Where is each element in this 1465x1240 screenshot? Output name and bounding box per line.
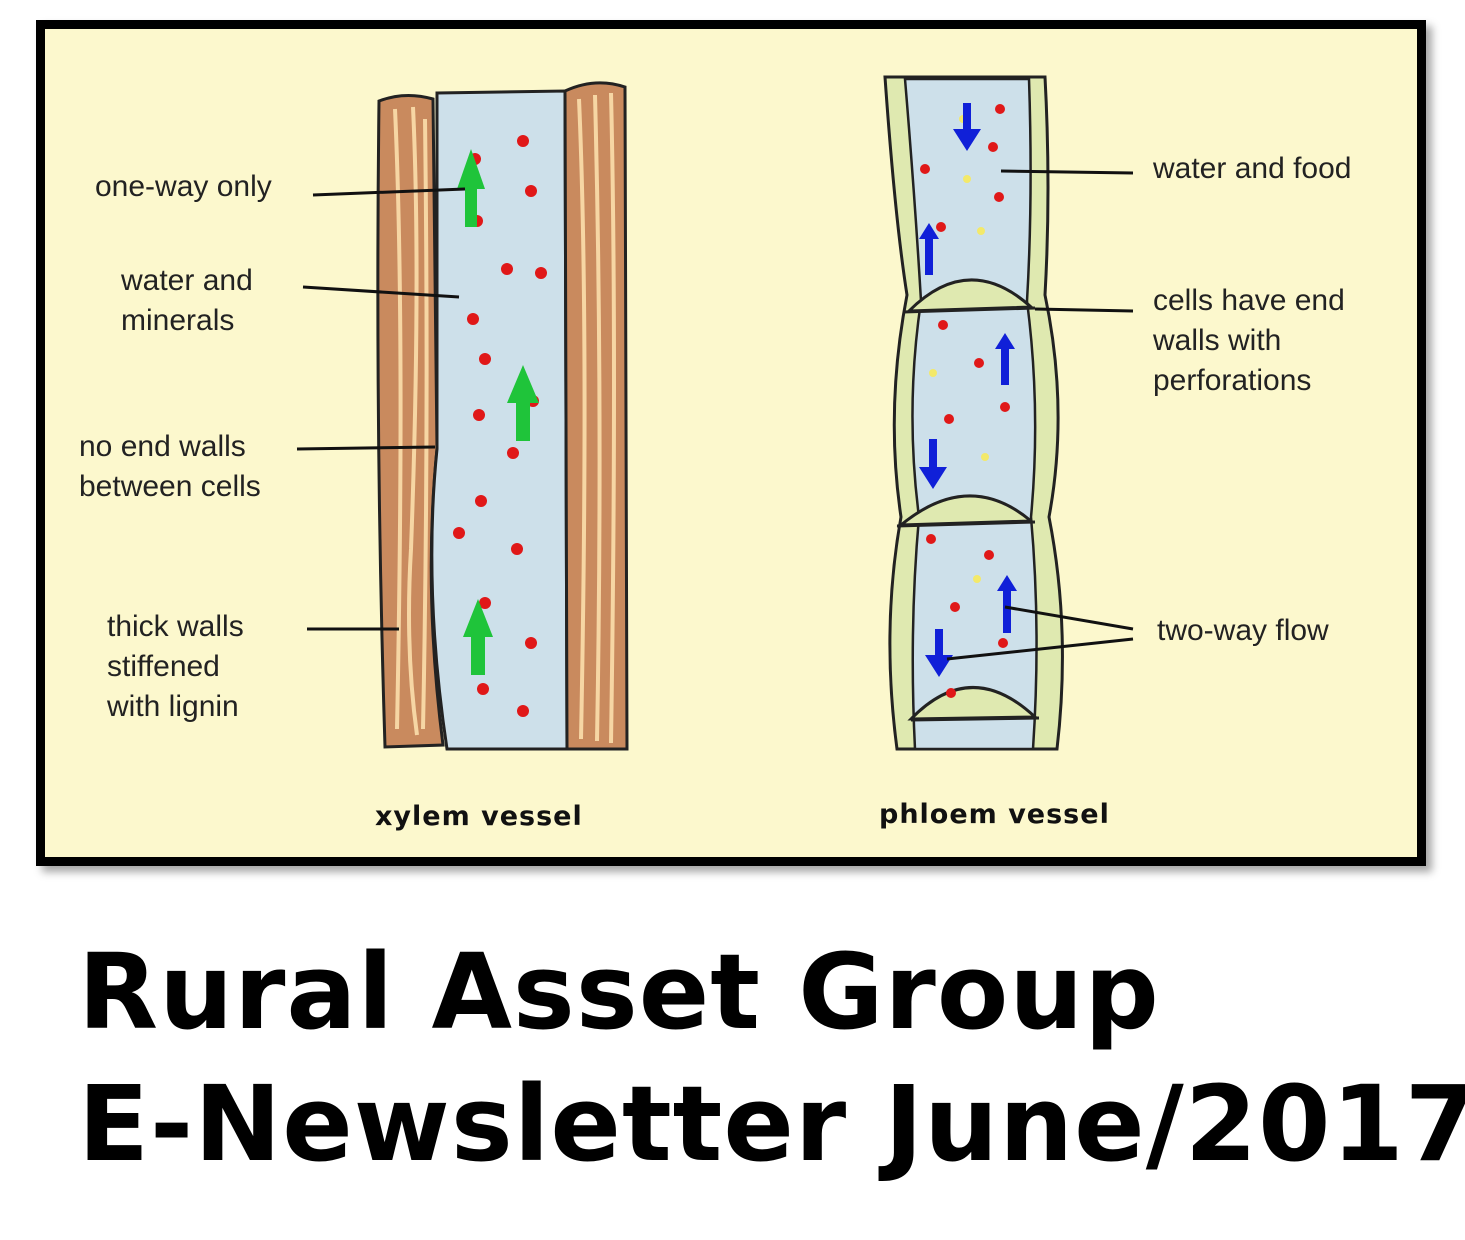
- phloem-two-way-arrows: [919, 103, 1017, 677]
- newsletter-title-line1: Rural Asset Group: [78, 931, 1160, 1053]
- xylem-right-grain: [577, 92, 616, 744]
- xylem-one-way-arrows: [457, 149, 539, 675]
- xylem-lumen: [430, 89, 569, 751]
- xylem-vessel-drawing: [376, 81, 629, 751]
- label-water-and-food: water and food: [1153, 152, 1352, 185]
- label-pointer-lines: [296, 169, 1134, 661]
- phloem-sieve-plates: [896, 278, 1039, 721]
- vessel-diagram: [296, 75, 1134, 751]
- xylem-particles: [453, 135, 547, 717]
- label-end-walls-perforations: cells have end walls with perforations: [1153, 284, 1345, 397]
- label-two-way-flow: two-way flow: [1157, 614, 1329, 647]
- diagram-frame: one-way only water and minerals no end w…: [36, 20, 1426, 866]
- label-water-and-minerals: water and minerals: [121, 264, 253, 337]
- caption-phloem-vessel: phloem vessel: [879, 799, 1110, 830]
- phloem-food-particles: [929, 115, 989, 583]
- phloem-vessel-drawing: [883, 75, 1064, 751]
- newsletter-title-line2: E-Newsletter June/2017: [78, 1063, 1465, 1185]
- caption-xylem-vessel: xylem vessel: [375, 801, 583, 832]
- xylem-left-grain: [393, 106, 429, 736]
- label-thick-walls: thick walls stiffened with lignin: [107, 610, 244, 723]
- phloem-particles: [920, 104, 1010, 698]
- label-no-end-walls: no end walls between cells: [79, 430, 261, 503]
- label-one-way-only: one-way only: [95, 170, 272, 203]
